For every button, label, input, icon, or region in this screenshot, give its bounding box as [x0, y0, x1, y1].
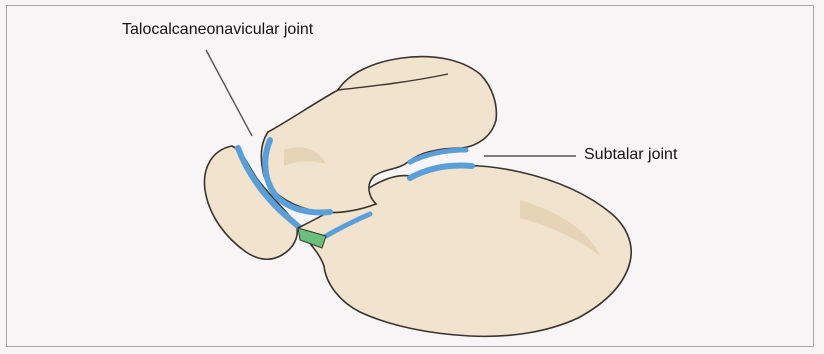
label-subtalar-joint: Subtalar joint [584, 146, 677, 164]
leader-line-talocalcaneonavicular [206, 50, 252, 136]
label-talocalcaneonavicular-joint: Talocalcaneonavicular joint [122, 21, 313, 39]
